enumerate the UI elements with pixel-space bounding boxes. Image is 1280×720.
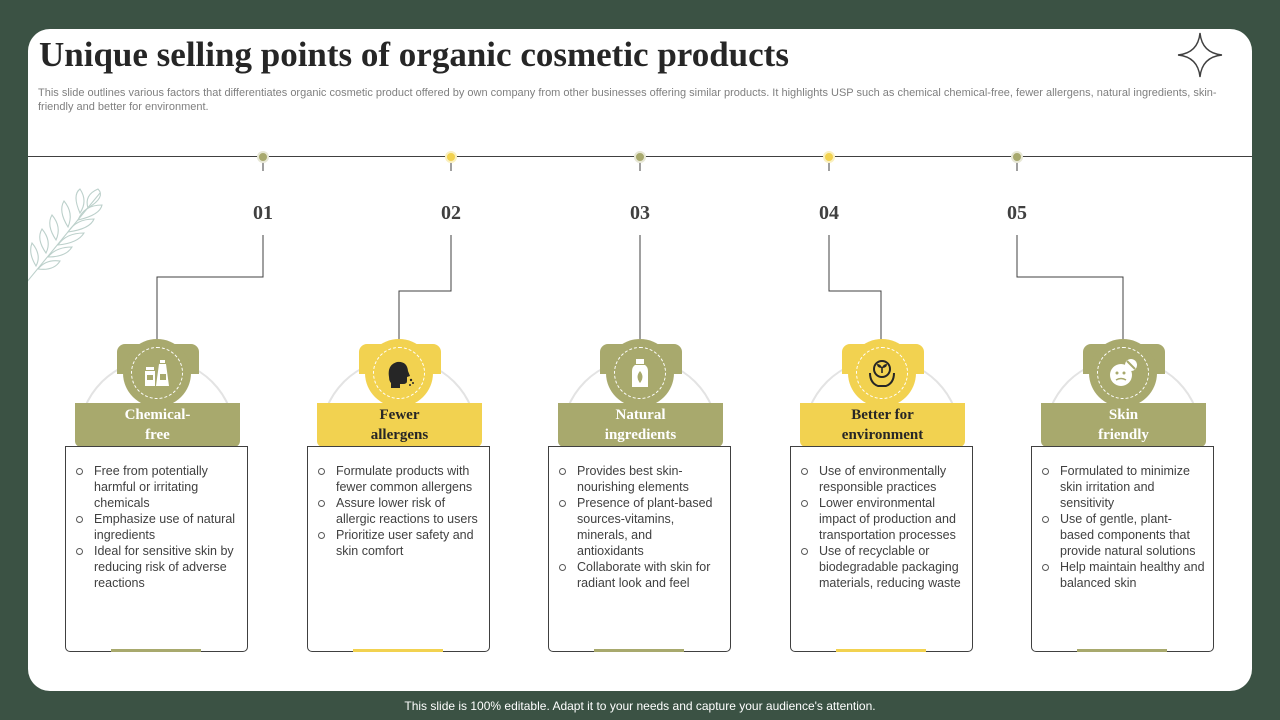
card-bullet-box: Formulate products with fewer common all… — [307, 446, 490, 652]
card-bullet-box: Formulated to minimize skin irritation a… — [1031, 446, 1214, 652]
bullet-item: Presence of plant-based sources-vitamins… — [559, 495, 722, 559]
timeline-connectors — [156, 151, 1124, 345]
card-title: Skin friendly — [1098, 407, 1149, 443]
card-title: Better for environment — [841, 407, 924, 443]
usp-card-fewer-allergens: Fewer allergens Formulate products with … — [307, 339, 492, 654]
sneezing-face-icon — [388, 361, 414, 388]
card-bullet-box: Provides best skin-nourishing elements P… — [548, 446, 731, 652]
step-number-3: 03 — [630, 202, 650, 224]
card-bullet-box: Use of environmentally responsible pract… — [790, 446, 973, 652]
step-number-1: 01 — [253, 202, 273, 224]
timeline-dot-2 — [445, 151, 457, 163]
timeline-dot-3 — [634, 151, 646, 163]
usp-card-natural-ingredients: Natural ingredients Provides best skin-n… — [548, 339, 733, 654]
no-irritation-face-icon — [1110, 359, 1137, 386]
connector-4-lower — [828, 235, 882, 345]
connector-5-lower — [1016, 235, 1124, 345]
connector-1-lower — [156, 235, 264, 345]
step-number-5: 05 — [1007, 202, 1027, 224]
connector-2-lower — [398, 235, 452, 345]
bullet-item: Assure lower risk of allergic reactions … — [318, 495, 481, 527]
natural-bottle-icon — [632, 359, 648, 387]
timeline-dot-5 — [1011, 151, 1023, 163]
step-number-4: 04 — [819, 202, 839, 224]
card-title-band — [1041, 403, 1206, 447]
timeline-dot-4 — [823, 151, 835, 163]
leaf-decoration-icon — [28, 188, 103, 282]
card-bullet-box: Free from potentially harmful or irritat… — [65, 446, 248, 652]
slide-card: Unique selling points of organic cosmeti… — [28, 29, 1252, 691]
usp-card-chemical-free: Chemical- free Free from potentially har… — [65, 339, 250, 654]
card-bottom-accent — [836, 649, 926, 652]
sparkle-star-icon — [1177, 32, 1223, 78]
usp-card-skin-friendly: Skin friendly Formulated to minimize ski… — [1031, 339, 1216, 654]
card-title-band — [75, 403, 240, 447]
card-title-band — [800, 403, 965, 447]
bullet-item: Use of recyclable or biodegradable packa… — [801, 543, 964, 591]
card-bottom-accent — [111, 649, 201, 652]
card-title-band — [558, 403, 723, 447]
slide-subtitle: This slide outlines various factors that… — [38, 87, 1217, 113]
card-title: Fewer allergens — [370, 407, 429, 443]
card-title: Chemical- free — [124, 407, 191, 443]
step-number-2: 02 — [441, 202, 461, 224]
slide-footer-note: This slide is 100% editable. Adapt it to… — [404, 699, 876, 713]
card-icon-circle — [365, 339, 433, 407]
chemical-bottles-icon — [145, 360, 169, 386]
bullet-item: Lower environmental impact of production… — [801, 495, 964, 543]
card-title-band — [317, 403, 482, 447]
card-icon-circle — [606, 339, 674, 407]
usp-card-better-for-environment: Better for environment Use of environmen… — [790, 339, 975, 654]
bullet-item: Use of gentle, plant-based components th… — [1042, 511, 1205, 559]
bullet-item: Ideal for sensitive skin by reducing ris… — [76, 543, 239, 591]
card-title: Natural ingredients — [604, 407, 677, 443]
bullet-item: Free from potentially harmful or irritat… — [76, 463, 239, 511]
card-bottom-accent — [353, 649, 443, 652]
timeline-dot-1 — [257, 151, 269, 163]
bullet-item: Prioritize user safety and skin comfort — [318, 527, 481, 559]
bullet-item: Provides best skin-nourishing elements — [559, 463, 722, 495]
bullet-item: Formulated to minimize skin irritation a… — [1042, 463, 1205, 511]
bullet-item: Emphasize use of natural ingredients — [76, 511, 239, 543]
bullet-item: Formulate products with fewer common all… — [318, 463, 481, 495]
card-icon-circle — [848, 339, 916, 407]
card-icon-circle — [1089, 339, 1157, 407]
card-bottom-accent — [594, 649, 684, 652]
bullet-item: Collaborate with skin for radiant look a… — [559, 559, 722, 591]
bullet-item: Use of environmentally responsible pract… — [801, 463, 964, 495]
bullet-item: Help maintain healthy and balanced skin — [1042, 560, 1205, 590]
card-icon-circle — [123, 339, 191, 407]
card-bottom-accent — [1077, 649, 1167, 652]
slide-title: Unique selling points of organic cosmeti… — [39, 35, 789, 74]
hands-plant-icon — [869, 360, 895, 387]
